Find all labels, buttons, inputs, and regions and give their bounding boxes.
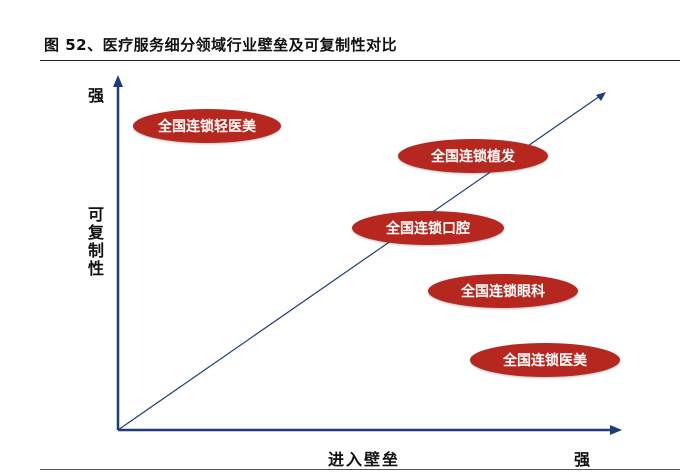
figure-title: 图 52、医疗服务细分领域行业壁垒及可复制性对比 xyxy=(44,36,398,54)
title-rule xyxy=(40,60,680,61)
x-axis-arrowhead xyxy=(610,425,622,435)
segment-hair-transplant: 全国连锁植发 xyxy=(398,139,548,173)
segment-dental: 全国连锁口腔 xyxy=(352,211,504,245)
y-axis-title: 可复制性 xyxy=(85,206,104,278)
y-axis-strong-label: 强 xyxy=(88,86,105,105)
bottom-rule xyxy=(40,469,680,470)
diagonal-arrowhead xyxy=(596,92,606,101)
segment-medical-aesthetics: 全国连锁医美 xyxy=(470,343,620,377)
x-axis-strong-label: 强 xyxy=(574,450,591,469)
segment-light-medical-aesthetics: 全国连锁轻医美 xyxy=(133,109,281,143)
segment-ophthalmology: 全国连锁眼科 xyxy=(428,274,578,308)
x-axis-title: 进入壁垒 xyxy=(328,450,401,469)
y-axis-arrowhead xyxy=(113,75,123,87)
